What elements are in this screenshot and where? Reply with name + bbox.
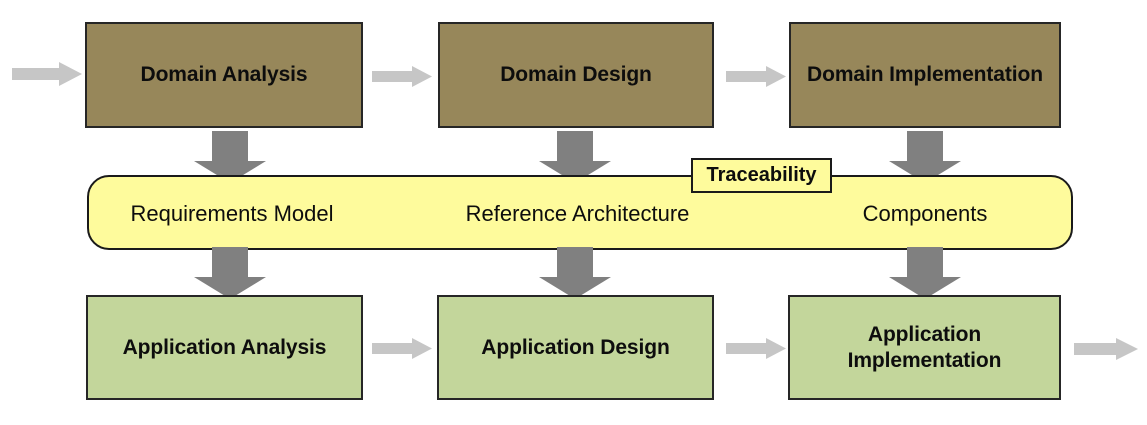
box-label: Domain Analysis	[140, 63, 308, 87]
arrow-domain-analysis-to-requirements-model	[194, 131, 266, 183]
box-label: Domain Implementation	[807, 63, 1043, 87]
flow-in-arrow	[12, 62, 82, 86]
box-application-design[interactable]: Application Design	[437, 295, 714, 400]
box-application-implementation[interactable]: Application Implementation	[788, 295, 1061, 400]
arrow-application-analysis-to-application-design	[372, 338, 432, 359]
band-label-requirements-model: Requirements Model	[130, 201, 334, 226]
arrow-domain-design-to-domain-implementation	[726, 66, 786, 87]
band-label-reference-architecture: Reference Architecture	[465, 201, 690, 226]
band-label-components: Components	[862, 201, 988, 226]
arrow-application-design-to-application-implementation	[726, 338, 786, 359]
box-domain-analysis[interactable]: Domain Analysis	[85, 22, 363, 128]
box-label: Application Analysis	[122, 335, 327, 359]
arrow-domain-analysis-to-domain-design	[372, 66, 432, 87]
box-label: Application Implementation	[847, 322, 1002, 372]
arrow-domain-design-to-reference-architecture	[539, 131, 611, 183]
traceability-tag-label: Traceability	[706, 164, 817, 186]
box-domain-implementation[interactable]: Domain Implementation	[789, 22, 1061, 128]
traceability-tag[interactable]: Traceability	[691, 158, 832, 193]
box-domain-design[interactable]: Domain Design	[438, 22, 714, 128]
arrow-domain-implementation-to-components	[889, 131, 961, 183]
arrow-reference-architecture-to-application-design	[539, 247, 611, 299]
flow-out-arrow	[1074, 338, 1138, 360]
box-label: Application Design	[481, 335, 670, 359]
box-label: Domain Design	[500, 63, 652, 87]
arrow-requirements-model-to-application-analysis	[194, 247, 266, 299]
box-application-analysis[interactable]: Application Analysis	[86, 295, 363, 400]
arrow-components-to-application-implementation	[889, 247, 961, 299]
